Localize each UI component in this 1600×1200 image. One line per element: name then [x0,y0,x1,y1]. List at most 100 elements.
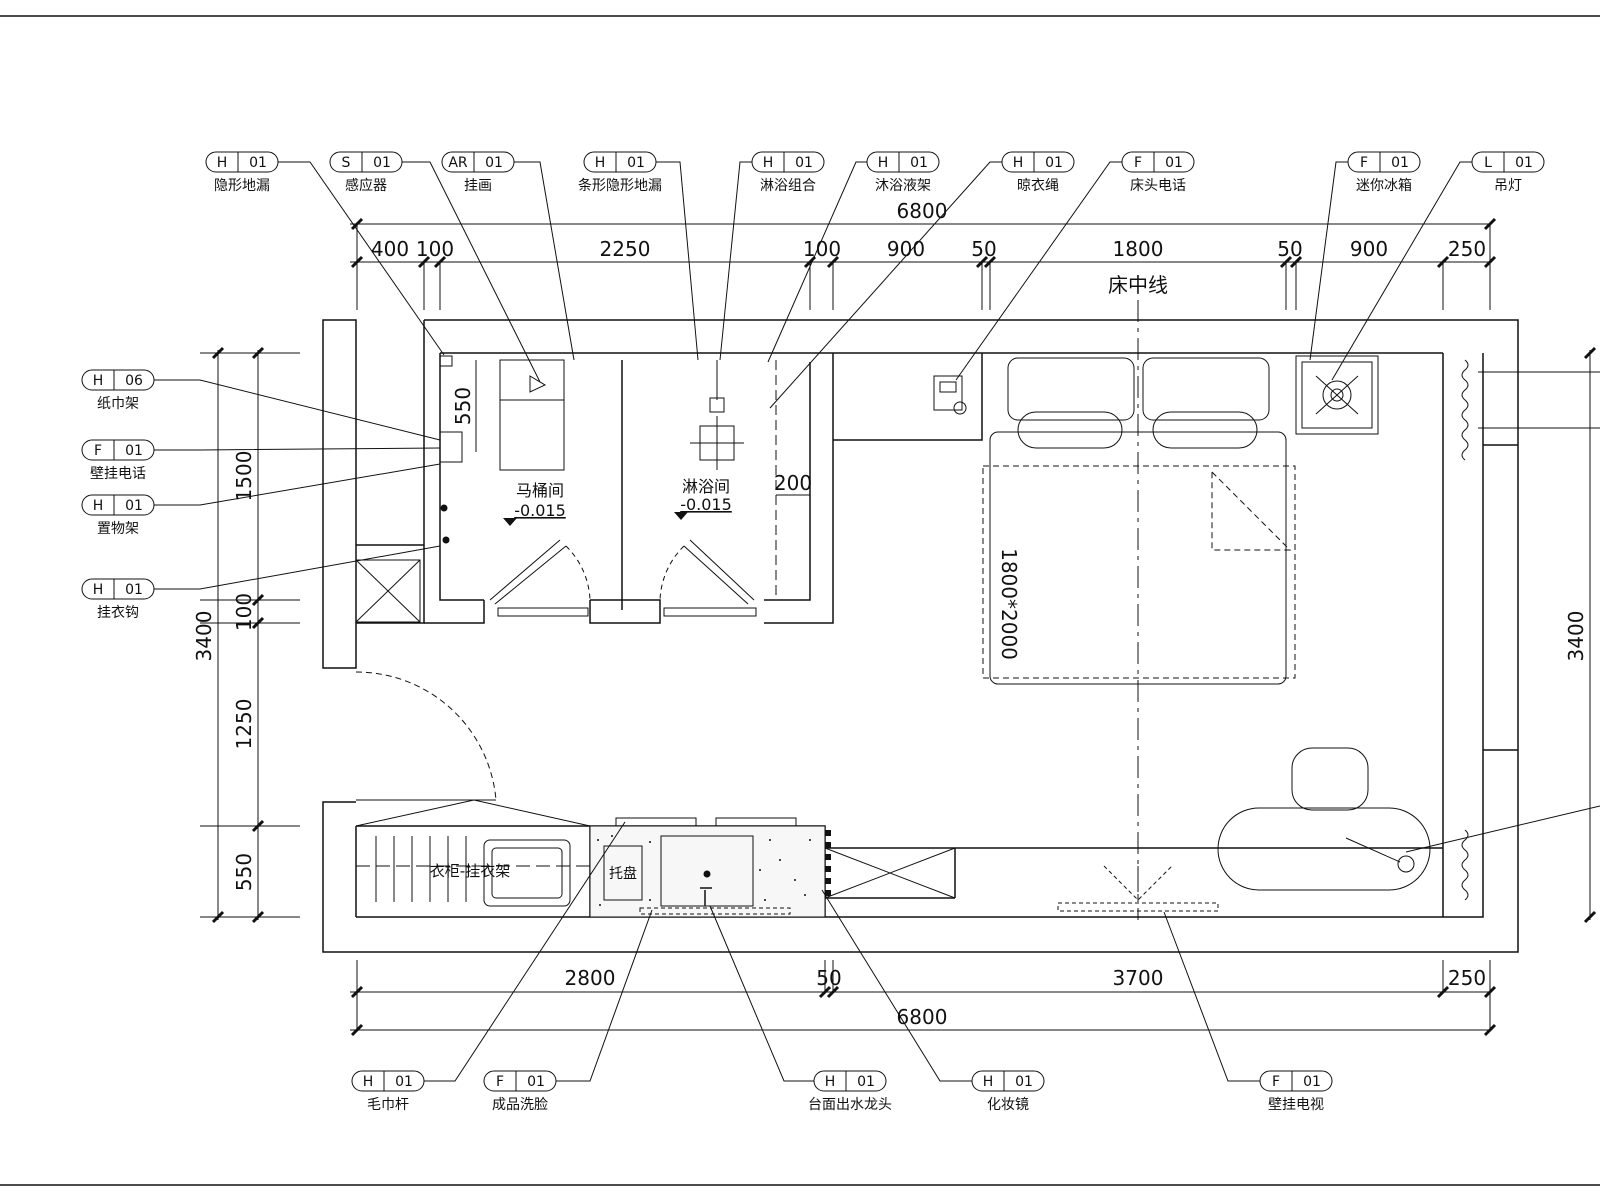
callout-code: H [1013,155,1024,171]
callout-label: 壁挂电视 [1268,1097,1324,1113]
bed [982,357,1296,685]
callout-code: H [878,155,889,171]
callout-number: 01 [627,155,645,171]
callout-code: H [217,155,228,171]
dim-bot-3700: 3700 [1113,966,1164,990]
callout-tag-outline [1121,151,1195,173]
callout-code: H [363,1074,374,1090]
callout-code: H [763,155,774,171]
level-markers [503,512,688,526]
desk-chair [1217,747,1431,891]
callout-tag-outline [1259,1070,1333,1092]
callout-tag-outline [1347,151,1421,173]
callout-tag-outline [971,1070,1045,1092]
dim-left-3400: 3400 [192,611,216,662]
callout-tag-outline [81,439,155,461]
dim-bot-2800: 2800 [565,966,616,990]
wardrobe [355,799,591,907]
shower-level-label: -0.015 [680,495,732,514]
callout-code: F [1134,155,1142,171]
callout-code: H [825,1074,836,1090]
callout-number: 01 [1303,1074,1321,1090]
callout-code: F [1272,1074,1280,1090]
dimension-texts: 6800 400 100 2250 100 900 50 1800 50 900… [192,199,1588,1029]
shower-head [690,360,777,600]
callout-code: H [93,373,104,389]
dim-top-100a: 100 [416,237,454,261]
room-labels: 床中线 1800*2000 马桶间 -0.015 淋浴间 -0.015 衣柜-挂… [430,273,1168,882]
callout-code: F [1360,155,1368,171]
callout-tag: H 01 置物架 [81,494,155,537]
callout-tag-outline [1471,151,1545,173]
callout-label: 纸巾架 [97,396,139,412]
dim-left-1250: 1250 [232,699,256,750]
callout-label: 毛巾杆 [367,1097,409,1113]
callout-number: 01 [125,498,143,514]
wardrobe-label: 衣柜-挂衣架 [430,862,510,880]
callout-tag-outline [81,578,155,600]
callout-label: 迷你冰箱 [1356,178,1412,194]
callout-tag: H 01 毛巾杆 [351,1070,425,1113]
wc-room-label: 马桶间 [516,481,564,500]
entry-cabinet [355,559,421,623]
callout-tag-outline [483,1070,557,1092]
callout-number: 01 [857,1074,875,1090]
callout-tag: F 01 壁挂电视 [1259,1070,1333,1113]
callout-label: 台面出水龙头 [808,1097,892,1113]
dim-top-total: 6800 [897,199,948,223]
bath-hooks [439,355,463,544]
dimension-lines [200,223,1591,1031]
entry-door[interactable] [355,671,497,801]
shower-door[interactable] [659,539,757,617]
callout-label: 成品洗脸 [492,1097,548,1113]
callout-number: 01 [1045,155,1063,171]
callout-number: 01 [1165,155,1183,171]
dim-left-1500: 1500 [232,451,256,502]
callout-label: 置物架 [97,521,139,537]
callout-tag: H 01 台面出水龙头 [808,1070,892,1113]
callout-tag-outline [205,151,279,173]
dim-left-550: 550 [232,853,256,891]
callout-number: 01 [373,155,391,171]
dim-wc-550: 550 [451,387,475,425]
callout-number: 01 [795,155,813,171]
callout-tag-outline [441,151,515,173]
bed-centerline-label: 床中线 [1108,273,1168,297]
dim-bot-50: 50 [816,966,841,990]
callout-label: 壁挂电话 [90,466,146,482]
callout-number: 01 [395,1074,413,1090]
dim-top-2250: 2250 [600,237,651,261]
dim-top-900b: 900 [1350,237,1388,261]
callout-label: 淋浴组合 [760,178,816,194]
phone [933,375,967,415]
callout-tag-outline [329,151,403,173]
callout-tag-outline [351,1070,425,1092]
callout-code: H [93,498,104,514]
callout-number: 01 [910,155,928,171]
dim-shower-200: 200 [774,471,812,495]
dim-bot-total: 6800 [897,1005,948,1029]
callout-label: 吊灯 [1494,178,1522,194]
shower-room-label: 淋浴间 [682,477,730,496]
toilet [499,359,565,471]
callout-code: F [94,443,102,459]
callout-tag-outline [1001,151,1075,173]
callout-tag-outline [81,369,155,391]
wc-door[interactable] [489,539,591,617]
callout-tag-outline [813,1070,887,1092]
faucet [700,887,712,906]
callout-tag: H 01 淋浴组合 [751,151,825,194]
callout-label: 感应器 [345,177,387,194]
callout-number: 01 [249,155,267,171]
